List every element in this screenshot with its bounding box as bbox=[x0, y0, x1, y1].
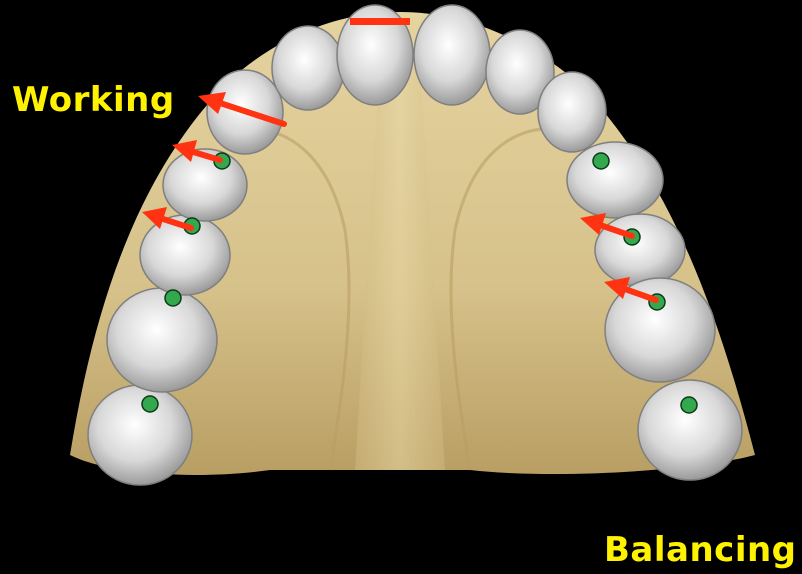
tooth-right-molar-2 bbox=[638, 380, 742, 480]
tooth-left-canine bbox=[272, 26, 344, 110]
tooth-right-canine bbox=[538, 72, 606, 152]
tooth-right-central-incisor bbox=[414, 5, 490, 105]
tooth-left-premolar-2 bbox=[163, 149, 247, 221]
contact-dot bbox=[142, 396, 158, 412]
tooth-left-molar-2 bbox=[107, 288, 217, 392]
contact-dot bbox=[593, 153, 609, 169]
midline-marker bbox=[350, 18, 410, 25]
tooth-right-premolar-1 bbox=[567, 142, 663, 218]
contact-dot bbox=[165, 290, 181, 306]
working-label: Working bbox=[12, 80, 175, 120]
tooth-left-molar-3 bbox=[88, 385, 192, 485]
contact-dot bbox=[681, 397, 697, 413]
balancing-label: Balancing bbox=[604, 530, 797, 570]
